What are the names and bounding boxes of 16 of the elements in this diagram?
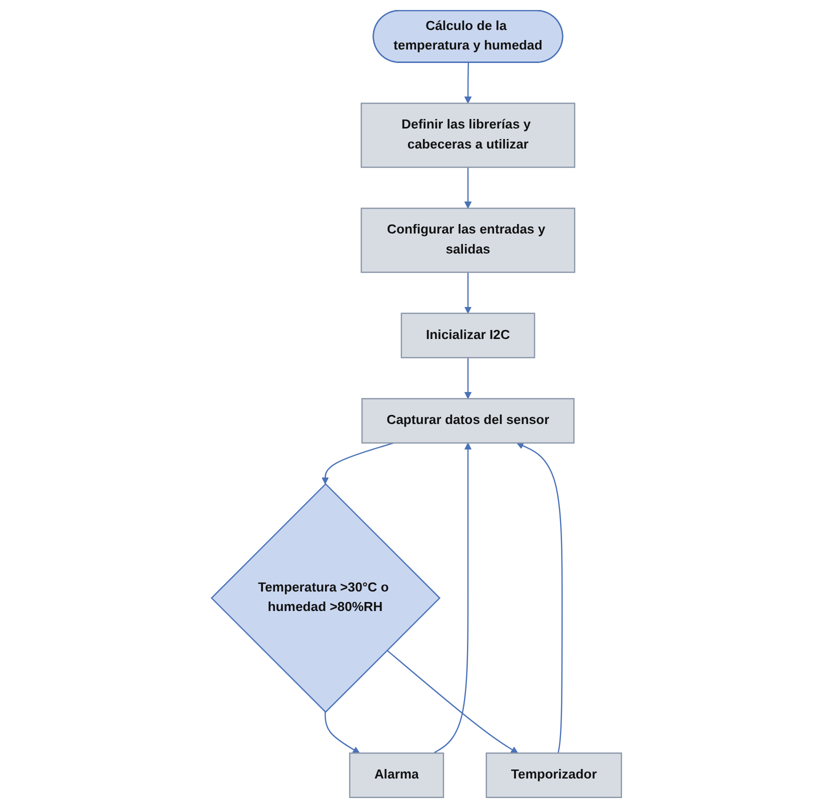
node-box: Configurar las entradas y salidas bbox=[360, 207, 575, 272]
arrow bbox=[464, 166, 472, 208]
node-box: Capturar datos del sensor bbox=[360, 398, 574, 444]
node-box: Temporizador bbox=[485, 752, 622, 798]
node-box: Definir las librerías y cabeceras a utilizar bbox=[360, 102, 575, 168]
arrow bbox=[464, 62, 472, 104]
arrow bbox=[516, 442, 562, 753]
arrow bbox=[321, 442, 394, 484]
node-diamond: Temperatura >30°C o humedad >80%RH bbox=[210, 482, 440, 712]
arrow bbox=[324, 712, 360, 753]
arrow bbox=[432, 442, 472, 754]
arrow bbox=[464, 272, 472, 314]
arrow bbox=[464, 357, 472, 398]
arrow bbox=[386, 649, 518, 753]
node-box: Inicializar I2C bbox=[400, 312, 535, 358]
node-box: Alarma bbox=[348, 752, 444, 798]
